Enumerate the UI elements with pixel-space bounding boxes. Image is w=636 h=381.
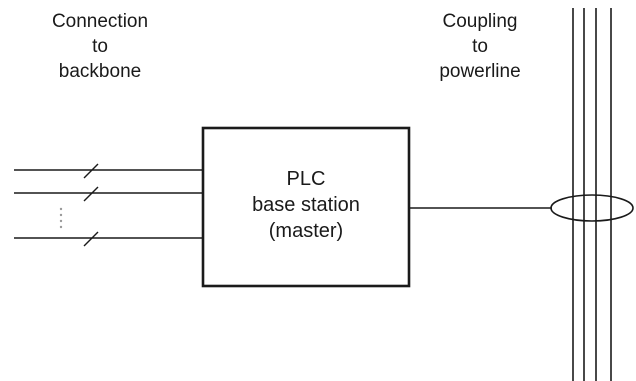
coupler-ellipse [550,194,634,222]
backbone-label-line-1: Connection [51,11,149,32]
backbone-lines [14,169,203,239]
backbone-label-line-3: backbone [58,61,142,82]
base-station-label: PLC base station (master) [203,166,409,244]
slash-mark-2 [83,186,99,202]
base-station-box [201,126,411,288]
powerline-label-line-2: to [472,36,488,57]
base-station-line-1: PLC [286,168,326,190]
vertical-ellipsis-icon [59,207,63,229]
base-station-line-3: (master) [268,220,344,242]
slash-mark-3 [83,231,99,247]
powerline-coupling-label: Coupling to powerline [415,9,545,84]
backbone-connection-label: Connection to backbone [20,9,180,84]
backbone-label-line-2: to [92,36,108,57]
powerline-label-line-1: Coupling [442,11,518,32]
slash-mark-1 [83,163,99,179]
powerline-label-line-3: powerline [439,61,521,82]
backbone-slash-marks [83,163,99,247]
base-station-line-2: base station [252,194,360,216]
